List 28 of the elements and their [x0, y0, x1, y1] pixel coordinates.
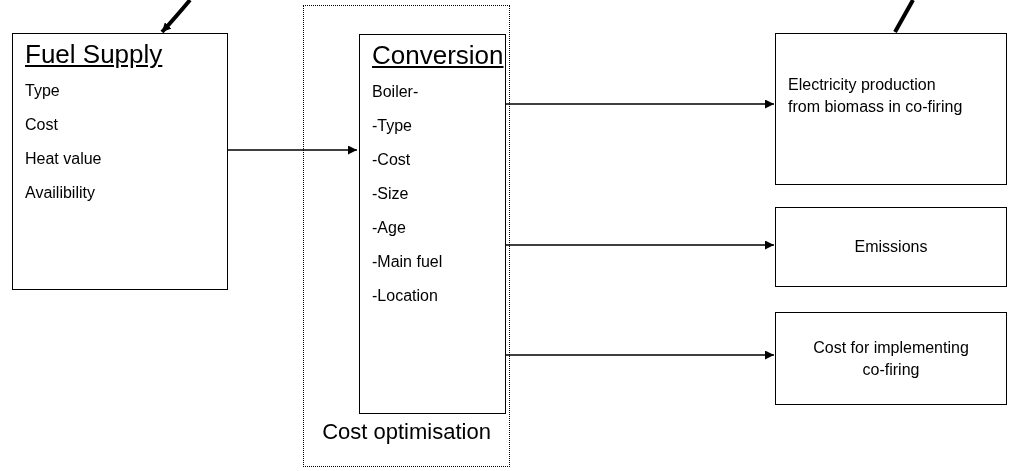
box-heading: Fuel Supply [25, 38, 163, 71]
list-item: -Age [372, 217, 406, 238]
list-item: Type [25, 80, 60, 101]
list-item: -Main fuel [372, 251, 443, 272]
box-heading: Conversion [372, 39, 504, 72]
list-item: Cost [25, 114, 58, 135]
list-box [12, 33, 228, 290]
list-item: -Location [372, 285, 438, 306]
list-item: Boiler- [372, 81, 419, 102]
arrow [504, 240, 775, 250]
arrow [227, 145, 358, 155]
list-item: Availibility [25, 182, 95, 203]
dotted-region [303, 5, 510, 467]
list-item: -Type [372, 115, 412, 136]
list-item: Heat value [25, 148, 102, 169]
box-text: Cost for implementing co-firing [812, 337, 970, 380]
region-title: Cost optimisation [321, 421, 492, 443]
list-item: -Size [372, 183, 409, 204]
arrow [504, 350, 775, 360]
output-box [775, 312, 1007, 405]
box-text: Emissions [854, 237, 928, 257]
list-box [359, 34, 506, 414]
output-box [775, 33, 1007, 185]
arrow [160, 0, 192, 34]
list-item: -Cost [372, 149, 411, 170]
output-box [775, 207, 1007, 287]
arrow [504, 99, 775, 109]
box-text: Electricity production from biomass in co-firing [788, 75, 963, 117]
